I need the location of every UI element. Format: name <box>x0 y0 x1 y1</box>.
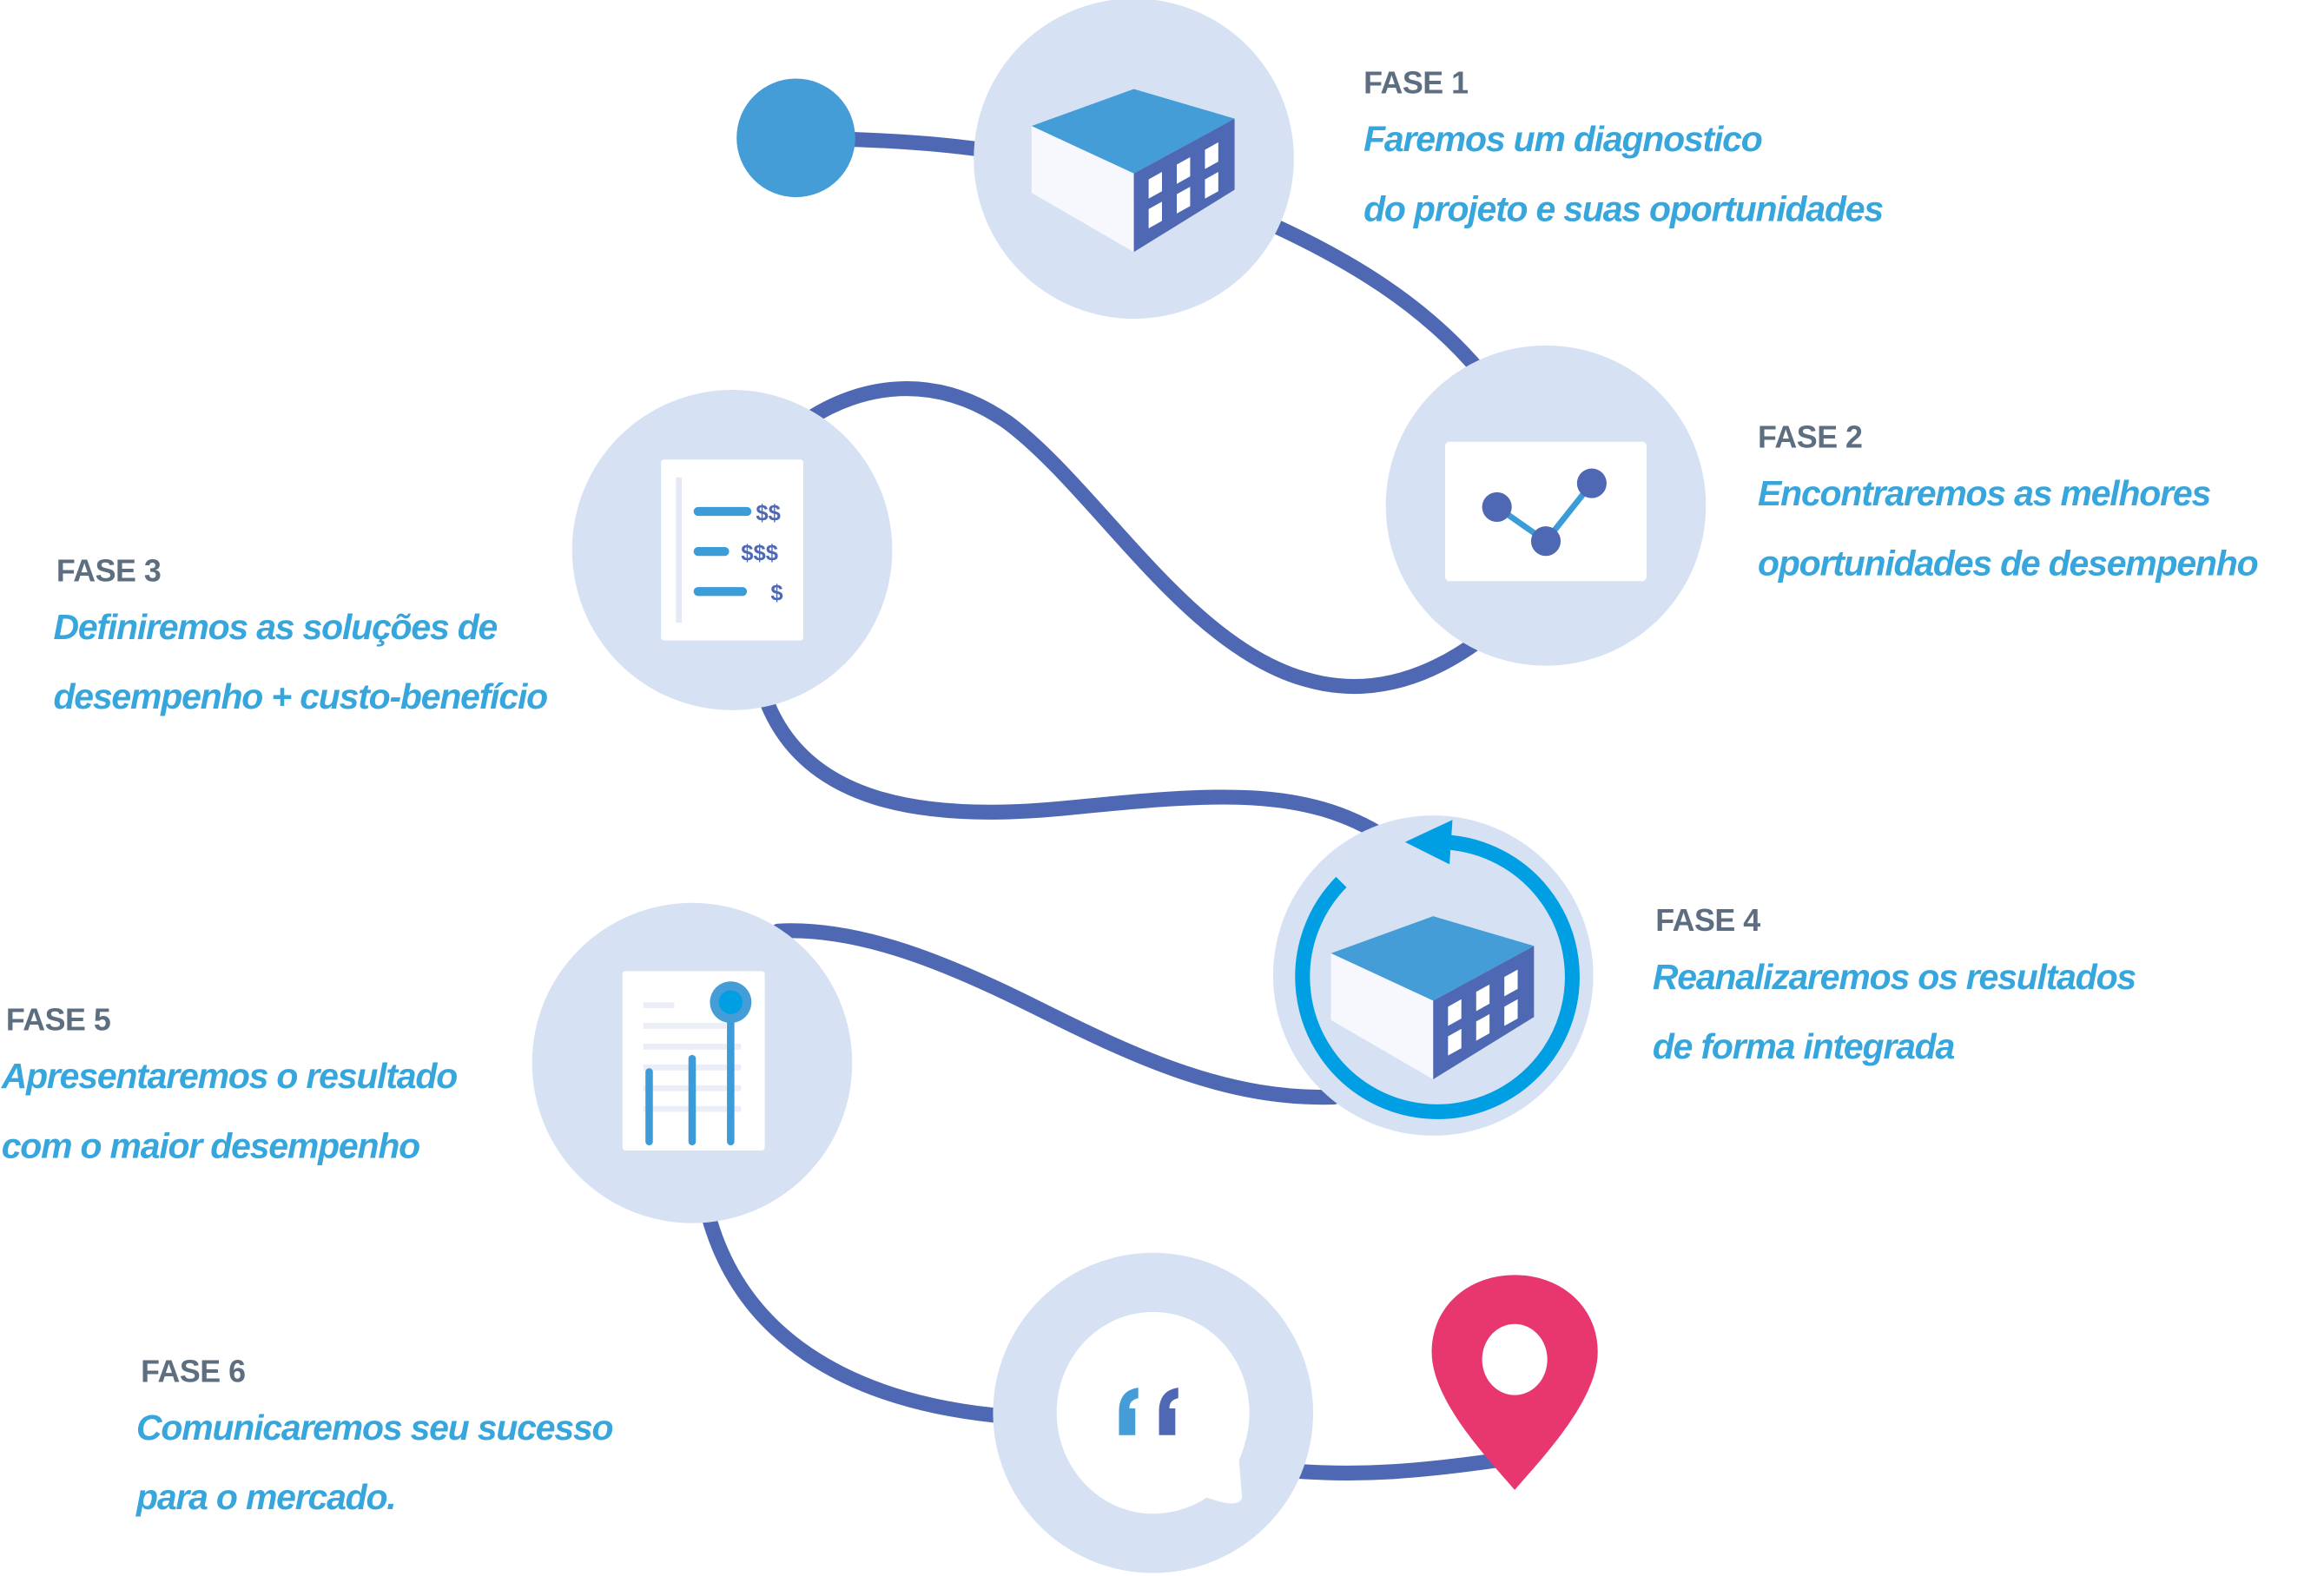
phase-label: FASE 4 <box>1655 904 1760 939</box>
phase-label: FASE 5 <box>5 1003 111 1039</box>
phase-6-text: FASE 6 Comunicaremos seu sucesso para o … <box>136 1354 614 1534</box>
phase-description: Encontraremos as melhores <box>1758 474 2211 515</box>
bar-report-icon <box>622 971 765 1151</box>
phase-2-node <box>1385 345 1707 666</box>
phase-1-text: FASE 1 Faremos um diagnostico do projeto… <box>1363 65 1884 246</box>
refresh-ring-icon <box>1295 820 1580 1119</box>
cost-label-3: $ <box>770 581 782 605</box>
phase-description: Reanalizaremos os resultados <box>1652 957 2136 999</box>
phase-description: Apresentaremos o resultado <box>1 1057 459 1098</box>
phase-description: oportunidades de desempenho <box>1758 544 2259 584</box>
cost-list-icon: $$ $$$ $ <box>661 459 803 641</box>
connecting-path <box>701 130 1505 1480</box>
quote-bubble-icon <box>1056 1312 1250 1514</box>
phase-1-node <box>974 0 1294 320</box>
phase-description: com o maior desempenho <box>1 1126 420 1167</box>
phase-5-text: FASE 5 Apresentaremos o resultado com o … <box>2 1002 459 1183</box>
phase-3-node: $$ $$$ $ <box>571 390 893 710</box>
phase-description: desempenho + custo-benefício <box>53 677 548 718</box>
phase-4-node <box>1272 815 1594 1136</box>
phase-description: Comunicaremos seu sucesso <box>136 1408 614 1449</box>
phase-description: para o mercado. <box>136 1478 397 1519</box>
phase-description: do projeto e suas oportunidades <box>1363 189 1884 230</box>
phase-description: Definiremos as soluções de <box>53 608 498 649</box>
destination-pin-icon <box>1431 1275 1598 1490</box>
phase-5-node <box>531 902 853 1223</box>
phase-label: FASE 2 <box>1758 420 1863 456</box>
start-dot <box>736 78 855 198</box>
phase-label: FASE 1 <box>1363 66 1469 102</box>
phase-2-text: FASE 2 Encontraremos as melhores oportun… <box>1758 419 2259 600</box>
phase-label: FASE 6 <box>141 1355 246 1389</box>
phase-6-node <box>993 1252 1314 1573</box>
phase-description: de forma integrada <box>1652 1027 1955 1068</box>
phase-3-text: FASE 3 Definiremos as soluções de desemp… <box>53 553 548 734</box>
phase-description: Faremos um diagnostico <box>1363 120 1763 161</box>
cost-label-1: $$ <box>756 501 780 525</box>
line-chart-icon <box>1444 441 1647 582</box>
phase-label: FASE 3 <box>56 554 162 589</box>
phase-4-text: FASE 4 Reanalizaremos os resultados de f… <box>1652 903 2136 1084</box>
cost-label-2: $$$ <box>741 541 778 565</box>
